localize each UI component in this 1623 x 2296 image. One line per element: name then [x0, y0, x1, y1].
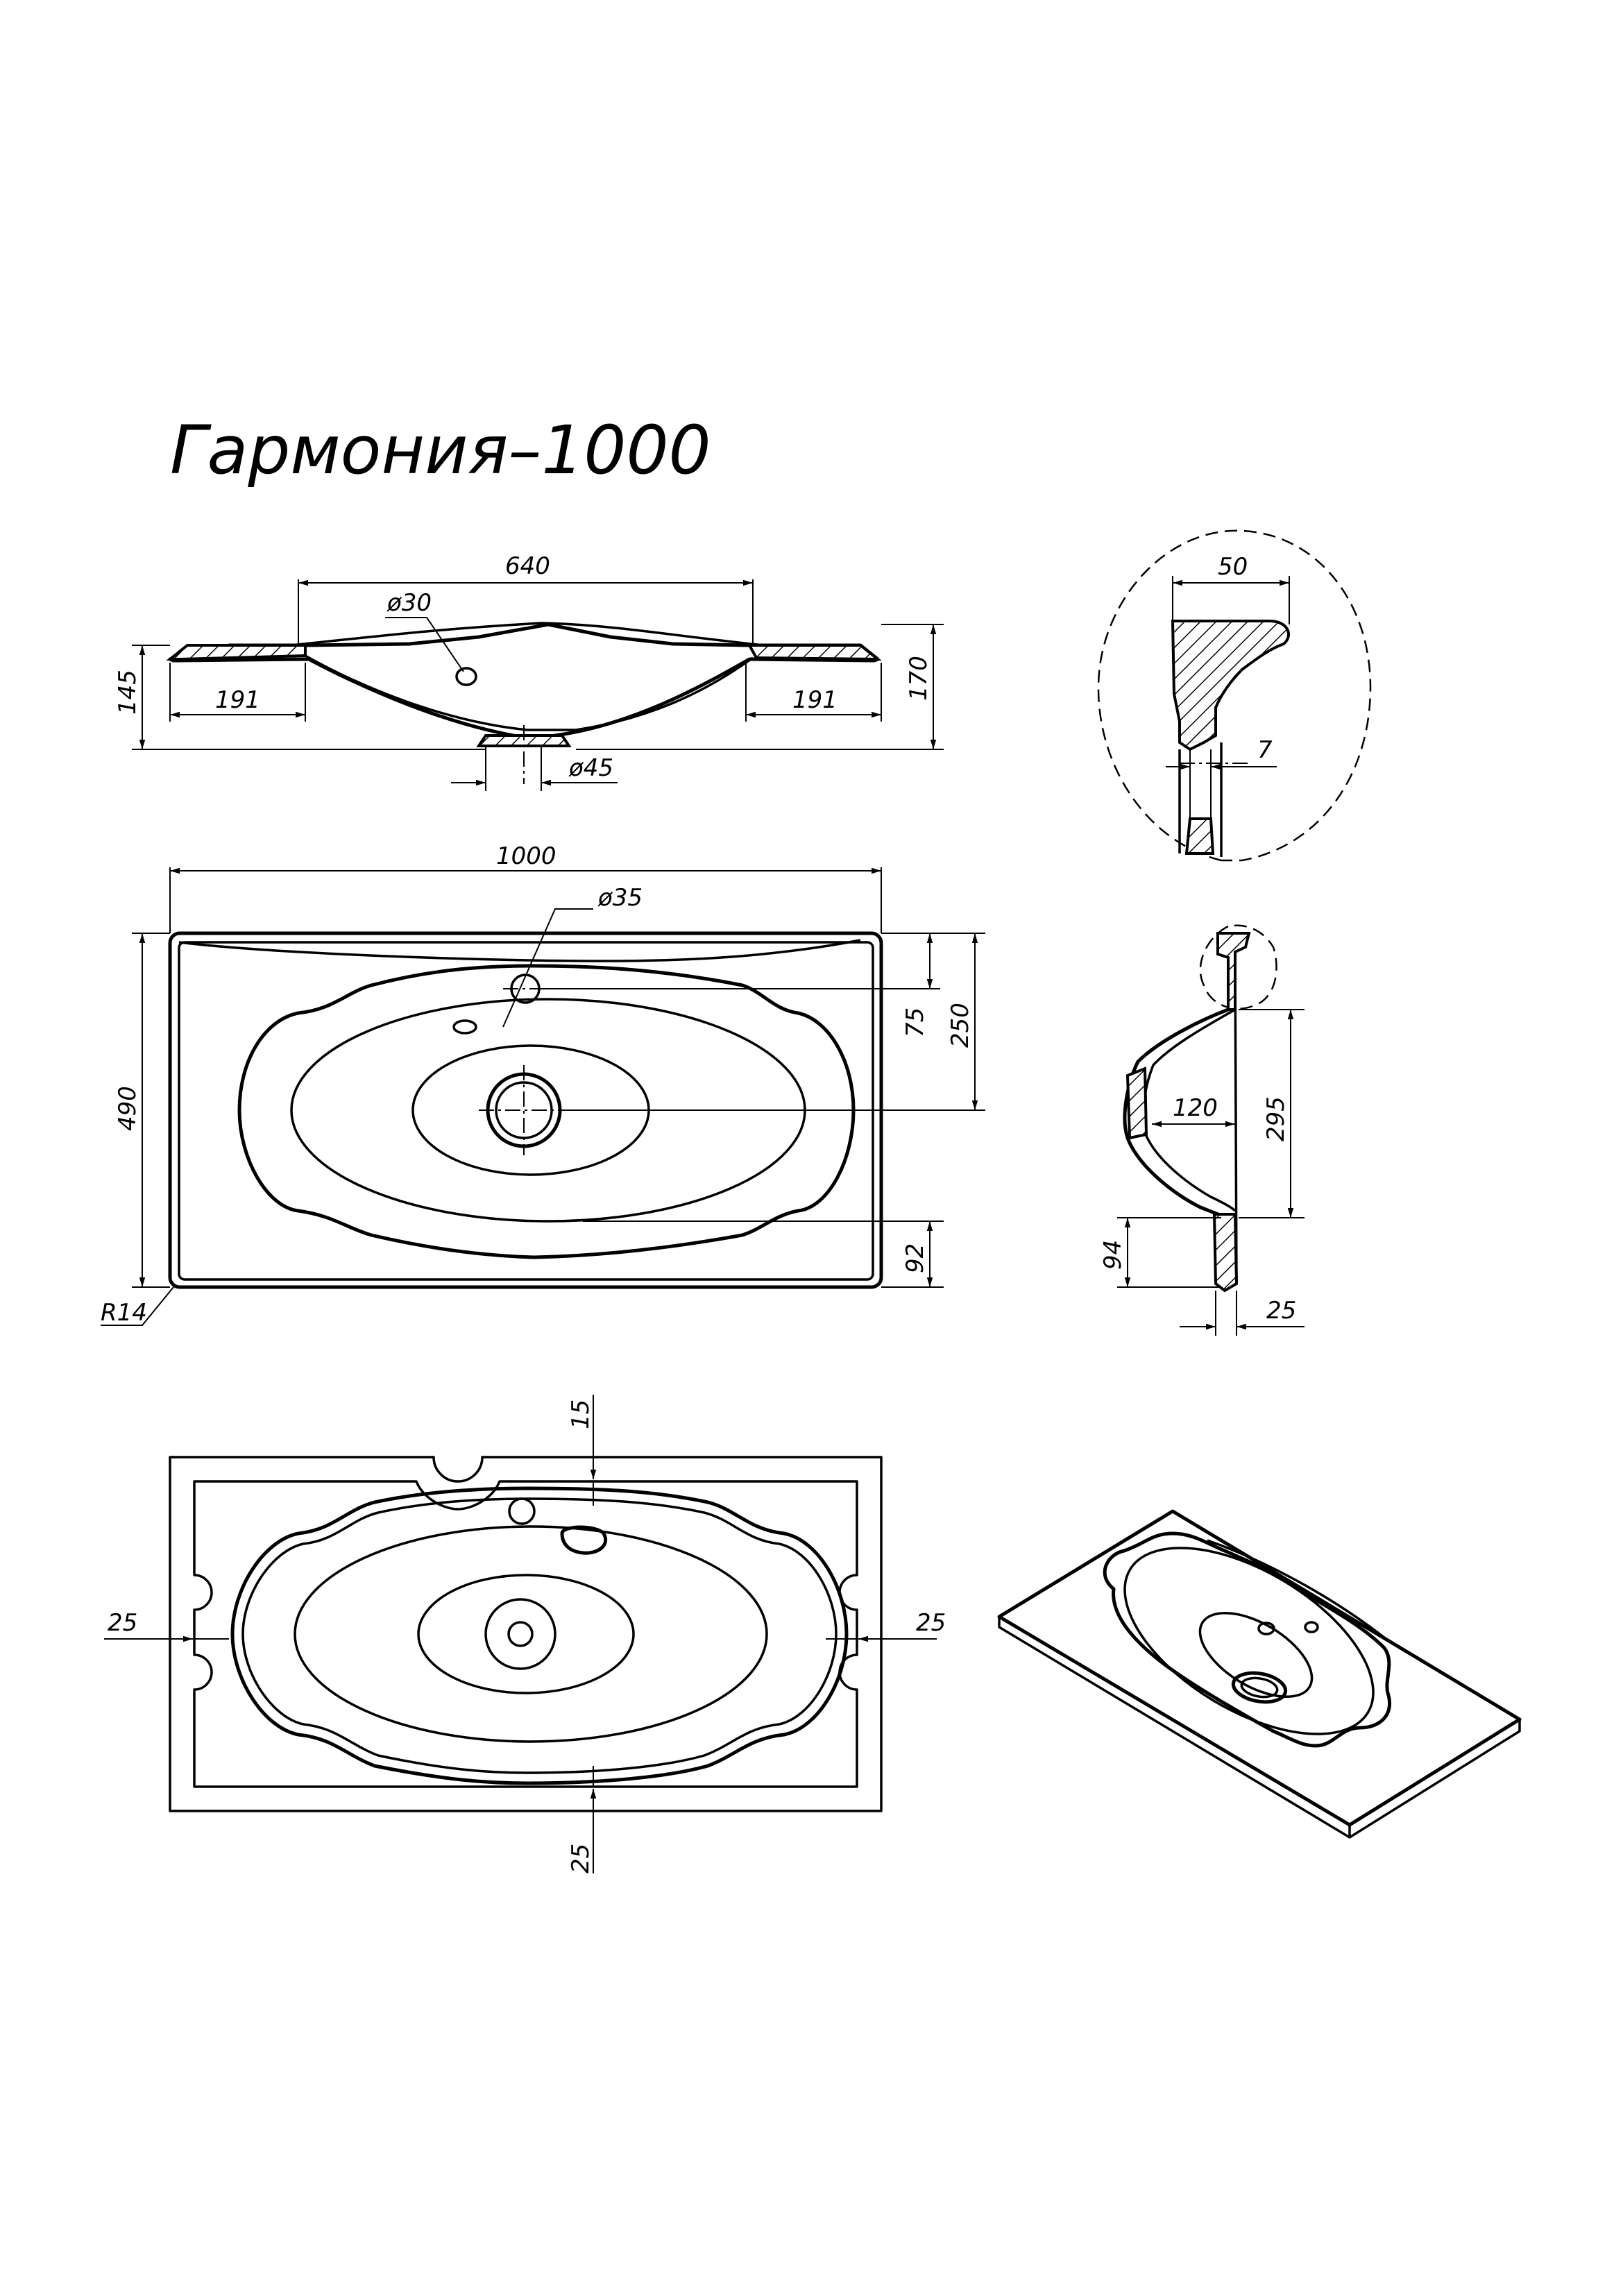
drain-flange	[476, 734, 572, 747]
dim-width: 1000	[496, 842, 556, 870]
side-section-drain-hatch	[1125, 1066, 1148, 1140]
detail-boundary	[1097, 529, 1372, 862]
front-section-inner-surface	[305, 654, 754, 731]
top-view-scalloped-bowl-edge	[237, 964, 856, 1259]
dim-tap-offset: 75	[901, 1007, 929, 1037]
front-section-upper-curve	[291, 622, 764, 647]
bottom-view-outline	[169, 1456, 883, 1812]
dim-rim-width: 50	[1218, 553, 1248, 581]
iso-bowl-inner	[1198, 1611, 1314, 1699]
side-section-rim	[1216, 932, 1251, 1011]
dim-wall: 7	[1257, 736, 1273, 764]
iso-bowl-outer	[1123, 1547, 1375, 1735]
dim-bowl-depth: 120	[1173, 1094, 1218, 1122]
iso-back-ledge-2	[1207, 1539, 1393, 1644]
dim-tap-hole: ø35	[597, 884, 643, 912]
dim-corner-radius: R14	[101, 1299, 147, 1327]
iso-top-surface	[997, 1509, 1522, 1827]
top-view: 1000 ø35 490 75 250 92 R14	[101, 842, 985, 1327]
overflow-hole	[455, 667, 477, 686]
front-section-rim-hatch-right	[747, 644, 882, 661]
bottom-drain-inner	[507, 1621, 534, 1647]
bottom-view-bowl-outer	[294, 1525, 768, 1743]
dim-drain: ø45	[568, 754, 613, 782]
dim-right-flat: 191	[792, 686, 838, 714]
dim-right-height: 170	[905, 656, 933, 701]
iso-drain	[1231, 1671, 1288, 1704]
dim-bottom-left: 25	[108, 1609, 137, 1637]
dim-front-rim: 92	[901, 1243, 929, 1273]
isometric-view	[997, 1509, 1522, 1839]
dim-left-flat: 191	[215, 686, 260, 714]
dim-thickness: 25	[1266, 1297, 1296, 1325]
dim-drain-offset: 250	[946, 1003, 974, 1048]
bottom-view-scalloped-edge	[230, 1486, 849, 1785]
iso-tap-hole	[1257, 1622, 1275, 1635]
bottom-view-scalloped-edge-inner	[241, 1497, 838, 1774]
side-section-view: 120 295 94 25	[1099, 924, 1305, 1336]
iso-scalloped-edge	[1103, 1531, 1392, 1748]
front-section-rim-hatch	[166, 644, 307, 661]
detail-lower-section	[1184, 817, 1215, 855]
iso-drain-inner	[1240, 1676, 1279, 1699]
top-view-back-ledge	[178, 939, 861, 962]
bottom-view: 15 25 25 25	[104, 1395, 946, 1873]
dim-bottom-top: 15	[567, 1400, 595, 1429]
bottom-view-bowl-inner	[417, 1574, 635, 1694]
detail-rim-section	[1171, 620, 1291, 751]
bottom-overflow	[560, 1525, 608, 1555]
iso-thickness	[998, 1617, 1521, 1839]
side-section-front	[1212, 1213, 1239, 1293]
dim-front-height: 94	[1099, 1240, 1127, 1270]
dim-left-height: 145	[114, 670, 142, 715]
dim-bottom-right: 25	[916, 1609, 946, 1637]
dim-top-width: 640	[505, 552, 550, 580]
side-detail-boundary	[1199, 924, 1277, 1010]
iso-overflow	[1304, 1621, 1319, 1633]
front-section-outline	[168, 622, 880, 741]
iso-back-ledge	[1224, 1549, 1382, 1646]
dim-bowl-length: 295	[1262, 1096, 1290, 1141]
dim-drain-hole: ø30	[386, 589, 432, 617]
dim-depth: 490	[114, 1086, 142, 1131]
detail-view: 50 7	[1097, 529, 1372, 862]
overflow-slot	[452, 1019, 477, 1035]
drawing-title: Гармония–1000	[170, 411, 711, 489]
bottom-tap-hole	[508, 1497, 536, 1525]
dim-bottom-bottom: 25	[567, 1844, 595, 1873]
front-section-view: 640 ø30 191 191 145 170 ø45	[114, 552, 944, 791]
bottom-drain-outer	[484, 1598, 556, 1670]
side-section-bowl	[1123, 1007, 1234, 1280]
